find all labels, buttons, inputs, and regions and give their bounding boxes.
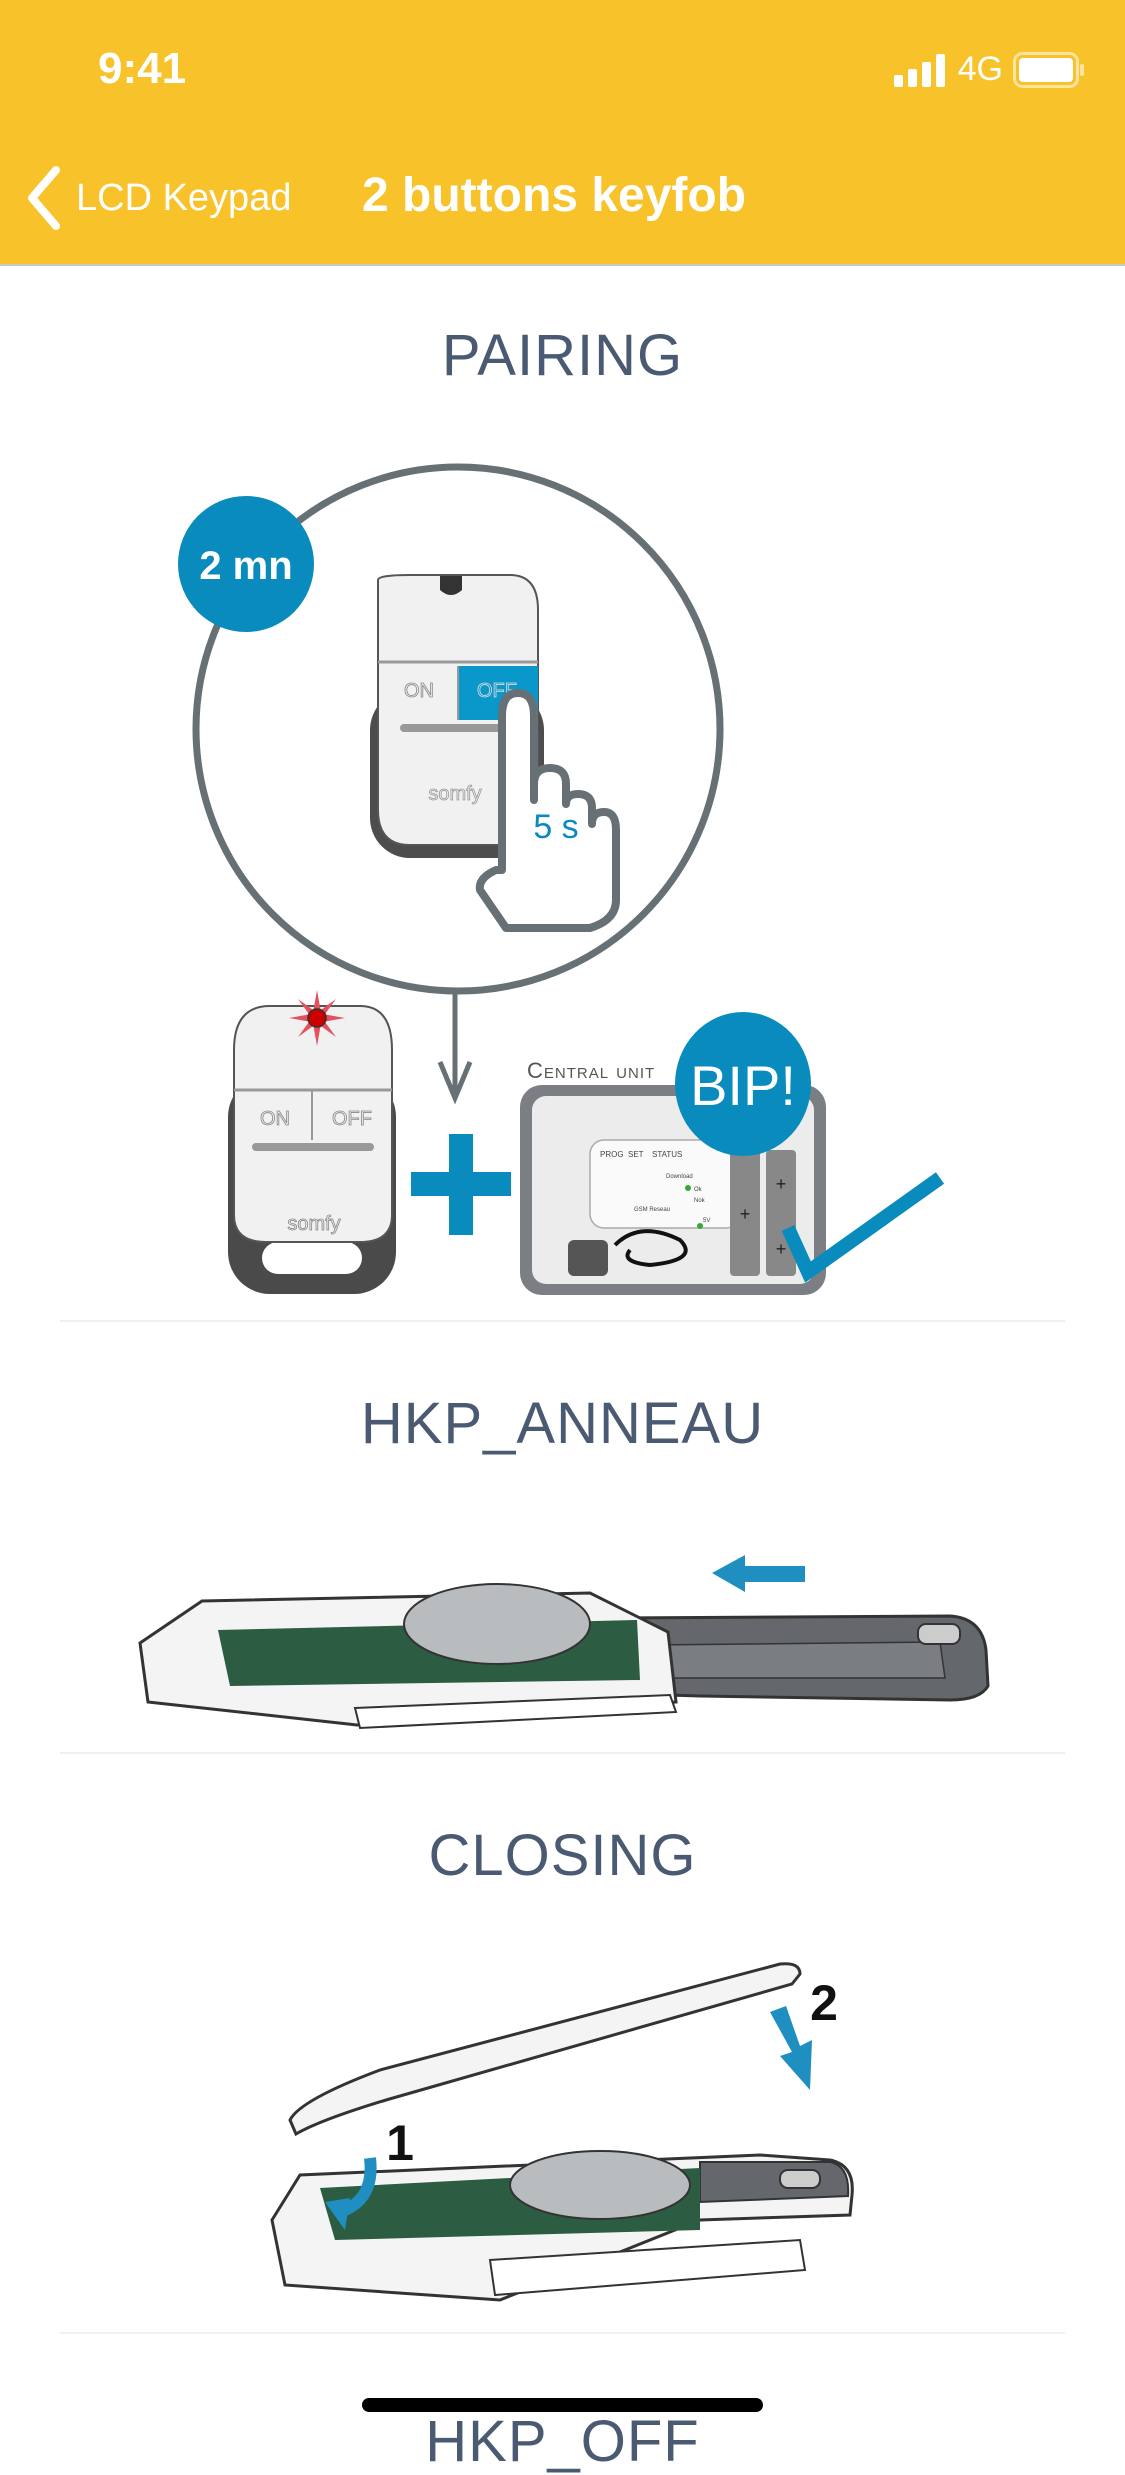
on-label: ON — [404, 680, 434, 702]
svg-text:Download: Download — [666, 1174, 693, 1180]
status-indicators: 4G — [893, 50, 1085, 89]
svg-text:+: + — [776, 1239, 787, 1259]
ring-removal-illustration — [138, 1555, 990, 1730]
svg-text:GSM Reseau: GSM Reseau — [634, 1207, 670, 1213]
beep-badge — [675, 1012, 811, 1156]
back-button[interactable]: LCD Keypad — [24, 166, 291, 230]
svg-text:STATUS: STATUS — [652, 1150, 682, 1159]
svg-text:Nok: Nok — [694, 1198, 706, 1204]
brand-logo: somfy — [428, 783, 481, 805]
section-title-closing: CLOSING — [428, 1823, 697, 1888]
page-title: 2 buttons keyfob — [362, 169, 747, 222]
arrow-down-icon — [437, 991, 473, 1105]
pairing-illustration: ON OFF somfy 5 s 2 mn ON OFF somfy Centr… — [178, 463, 945, 1295]
signal-icon — [893, 53, 945, 87]
svg-text:+: + — [776, 1174, 787, 1194]
plus-icon — [411, 1134, 511, 1235]
svg-text:5V: 5V — [703, 1218, 710, 1224]
svg-text:SET: SET — [628, 1150, 644, 1159]
beep-label: BIP! — [690, 1054, 796, 1117]
back-label: LCD Keypad — [76, 176, 292, 219]
section-title-hkp-anneau: HKP_ANNEAU — [360, 1391, 765, 1456]
timer-badge-label: 2 mn — [199, 544, 292, 588]
step-1-label: 1 — [386, 2115, 414, 2171]
network-type: 4G — [957, 50, 1003, 88]
press-duration: 5 s — [533, 808, 578, 846]
step-2-label: 2 — [810, 1975, 838, 2031]
keyfob-blinking-icon — [228, 990, 396, 1294]
navigation-header: 9:41 4G LCD Keypad 2 buttons keyfob — [0, 0, 1125, 266]
keyfob-lid-icon — [288, 1962, 802, 2137]
status-time: 9:41 — [98, 44, 187, 93]
timer-badge — [178, 496, 314, 632]
led-blink-icon — [289, 990, 345, 1046]
svg-text:PROG: PROG — [600, 1150, 624, 1159]
section-divider — [60, 1320, 1065, 1322]
arrow-left-icon — [712, 1555, 805, 1592]
section-title-pairing: PAIRING — [441, 323, 684, 388]
section-divider — [60, 2332, 1065, 2334]
section-divider — [60, 1752, 1065, 1754]
hand-icon — [475, 689, 620, 932]
arrow-down-step2-icon — [770, 2006, 812, 2090]
central-unit-label: Central unit — [527, 1058, 655, 1083]
svg-text:+: + — [740, 1204, 751, 1224]
checkmark-icon — [781, 1172, 945, 1283]
closing-illustration: 1 2 — [270, 1962, 854, 2302]
battery-icon — [1013, 51, 1084, 88]
home-indicator[interactable] — [362, 2398, 763, 2412]
off-label-2: OFF — [332, 1108, 372, 1130]
svg-text:Ok: Ok — [694, 1187, 703, 1193]
brand-logo-2: somfy — [287, 1213, 340, 1235]
section-title-hkp-off: HKP_OFF — [425, 2409, 700, 2474]
on-label-2: ON — [260, 1108, 290, 1130]
chevron-left-icon — [28, 166, 60, 230]
